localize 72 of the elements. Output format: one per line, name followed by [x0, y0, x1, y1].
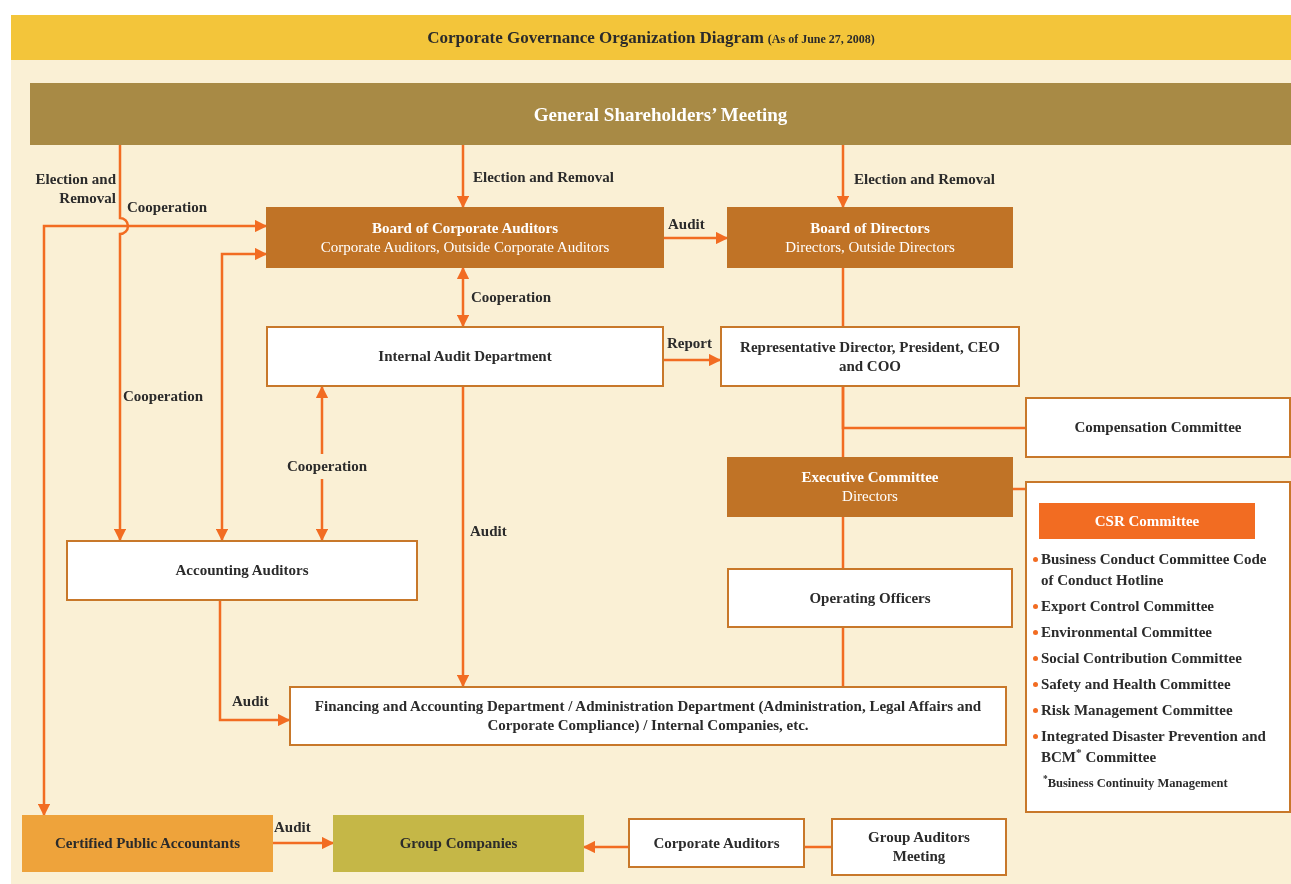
title: Corporate Governance Organization Diagram: [427, 26, 764, 49]
committee-item: Environmental Committee: [1041, 623, 1213, 642]
node-subtitle: Directors, Outside Directors: [785, 237, 955, 257]
department-box: [266, 326, 664, 387]
footnote: $^{*}$Business Continuity Management: [1042, 773, 1229, 792]
node-title: Board of Directors: [810, 218, 930, 238]
executive-box: [720, 326, 1020, 387]
edge-label: Election and Removal: [473, 168, 614, 187]
arrow: [37, 219, 268, 817]
accountants-box: [22, 815, 273, 872]
arrow: [273, 836, 335, 850]
arrow: [218, 601, 291, 727]
arrow: [215, 247, 268, 542]
companies-box: [333, 815, 584, 872]
node-title: Certified Public Accountants: [55, 834, 240, 853]
arrow: [836, 145, 850, 209]
arrow: [113, 145, 130, 542]
auditor-box: [66, 540, 418, 601]
connector-line: [805, 845, 831, 849]
committee-box: [727, 457, 1013, 517]
connector-line: [841, 628, 845, 686]
edge-label: Cooperation: [127, 198, 207, 217]
board-box: [727, 207, 1013, 268]
committee-box: [1025, 397, 1291, 458]
node-title: Board of Corporate Auditors: [371, 218, 559, 238]
meeting-banner: [30, 83, 1291, 145]
edge-label: Cooperation: [287, 454, 367, 479]
board-box: [266, 207, 664, 268]
connector-line: [841, 517, 845, 568]
edge-label: Cooperation: [123, 387, 203, 406]
node-title: Representative Director, President, CEO and COO: [739, 337, 1001, 376]
node-title: Group Companies: [399, 834, 518, 853]
node-title: CSR Committee: [1094, 511, 1200, 531]
edge-label: Election and Removal: [854, 170, 995, 189]
committee-item: Export Control Committee: [1041, 597, 1216, 616]
node-subtitle: Directors: [842, 487, 898, 506]
auditor-box: [628, 818, 805, 868]
committee-item: Integrated Disaster Prevention and BCM$^{*}$ Committee: [1041, 727, 1267, 767]
edge-label: Cooperation: [471, 288, 551, 307]
edge-label: Audit: [274, 818, 311, 837]
arrow: [456, 387, 470, 688]
node-title: Operating Officers: [809, 588, 931, 608]
node-subtitle: Corporate Auditors, Outside Corporate Auditors: [320, 237, 610, 257]
node-title: Accounting Auditors: [175, 561, 309, 580]
edge-label: Report: [667, 334, 712, 353]
arrow: [664, 353, 722, 367]
connector-line: [841, 268, 845, 326]
node-title: Corporate Auditors: [653, 833, 780, 853]
edge-label: Audit: [470, 522, 507, 541]
connector-line: [841, 387, 1025, 430]
edge-label: Audit: [668, 215, 705, 234]
date-note: (As of June 27, 2008): [767, 31, 875, 48]
officers-box: [727, 568, 1013, 628]
department-box: [289, 686, 1007, 746]
arrow: [456, 266, 470, 328]
meeting-box: [831, 818, 1007, 876]
node-title: General Shareholders’ Meeting: [533, 104, 788, 124]
edge-label: Audit: [232, 692, 269, 711]
committee-header: [1039, 503, 1255, 539]
committee-item: Social Contribution Committee: [1041, 649, 1243, 668]
edge-label: Election and Removal: [34, 170, 116, 208]
committee-panel: [1025, 481, 1291, 813]
node-title: Financing and Accounting Department / Administration Department (Administration, Legal Affairs and Corporate Compliance) / Internal Companies, etc.: [313, 697, 983, 735]
arrow: [456, 145, 470, 209]
committee-item: Risk Management Committee: [1041, 701, 1234, 720]
node-title: Group Auditors Meeting: [867, 828, 971, 866]
committee-item: Business Conduct Committee Code of Conduct Hotline: [1041, 550, 1268, 590]
node-title: Executive Committee: [801, 468, 939, 487]
arrow: [664, 231, 729, 245]
committee-item: Safety and Health Committee: [1041, 675, 1232, 694]
node-title: Internal Audit Department: [378, 347, 552, 366]
node-title: Compensation Committee: [1074, 418, 1242, 437]
